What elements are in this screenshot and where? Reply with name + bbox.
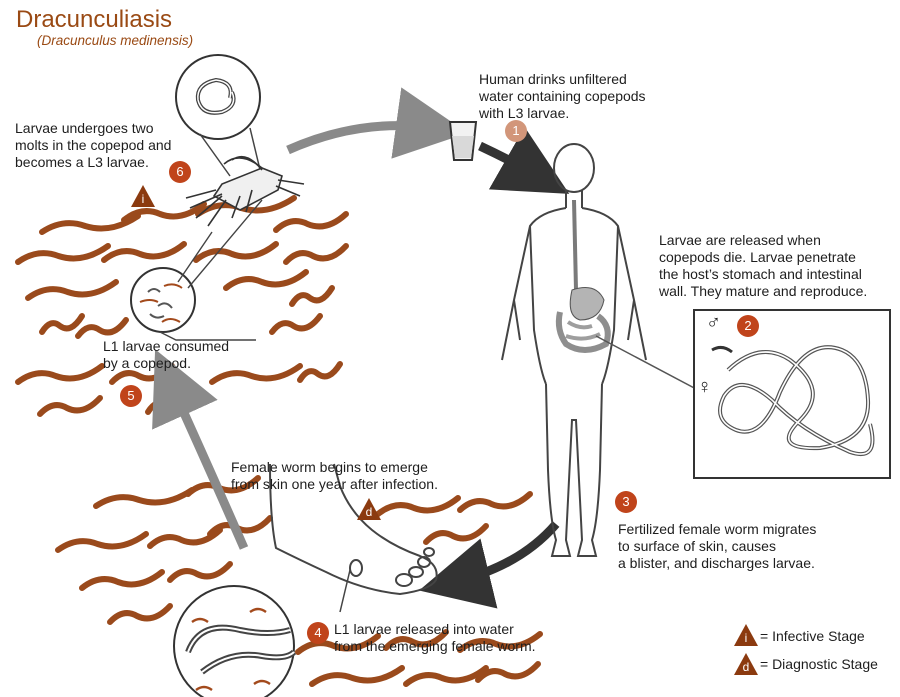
legend-infective-letter: i [740,631,752,645]
legend-diagnostic-icon: d [734,653,758,675]
infective-marker-icon: i [131,185,155,207]
stage-1-text: Human drinks unfiltered water containing… [479,71,646,122]
arrow-drink-to-human [480,146,538,176]
stage-badge-3: 3 [615,491,637,513]
water-ripple [170,564,230,580]
infective-marker-letter: i [137,192,149,206]
stage-3-text: Fertilized female worm migrates to surfa… [618,521,816,572]
page-subtitle: (Dracunculus medinensis) [37,33,193,48]
water-ripple [40,398,100,414]
legend-diagnostic-label: = Diagnostic Stage [760,656,878,673]
stage-4-text: L1 larvae released into water from the e… [334,621,536,655]
water-ripple [312,668,402,684]
stage-badge-1: 1 [505,120,527,142]
stage-badge-6: 6 [169,161,191,183]
water-larvae-magnifier [174,586,294,697]
larvae-magnifier [131,200,262,332]
water-ripple [272,316,320,332]
stage-5-text: L1 larvae consumed by a copepod. [103,338,229,372]
water-ripple [110,606,170,622]
water-ripple [460,494,530,510]
water-ripple [18,366,102,382]
water-ripple [426,526,486,542]
stage-badge-5: 5 [120,385,142,407]
arrow-copepod-to-water [288,126,432,150]
female-symbol-icon: ♀ [697,376,712,398]
stage-6-text: Larvae undergoes two molts in the copepo… [15,120,171,171]
water-ripple [196,244,276,260]
legend-infective-icon: i [734,624,758,646]
page-title: Dracunculiasis [16,6,172,34]
stage-badge-2: 2 [737,315,759,337]
water-ripple [42,316,82,332]
callout-line-worms [596,336,698,390]
copepod-icon [186,157,304,226]
legend-diagnostic-letter: d [740,660,752,674]
water-ripple [18,246,108,262]
water-ripple [378,498,458,514]
male-symbol-icon: ♂ [706,312,721,334]
water-ripple [226,272,306,288]
diagnostic-marker-letter: d [363,505,375,519]
water-ripple [300,364,340,380]
digestive-tract [559,200,608,350]
emerge-text: Female worm begins to emerge from skin o… [231,459,438,493]
water-ripple [58,534,146,550]
legend-infective-label: = Infective Stage [760,628,865,645]
diagnostic-marker-icon: d [357,498,381,520]
water-ripple [28,282,116,298]
water-ripple [406,668,486,684]
water-ripple [96,490,192,506]
stage-2-text: Larvae are released when copepods die. L… [659,232,867,300]
stage-badge-4: 4 [307,622,329,644]
water-ripple [292,288,332,304]
adult-worms-panel [694,310,890,478]
arrow-human-to-foot [454,524,556,582]
water-ripple [78,320,126,336]
water-ripple [286,246,346,262]
water-ripple [82,572,162,588]
water-glass-icon [450,122,476,160]
water-ripple [104,244,184,260]
water-ripple [276,214,346,230]
